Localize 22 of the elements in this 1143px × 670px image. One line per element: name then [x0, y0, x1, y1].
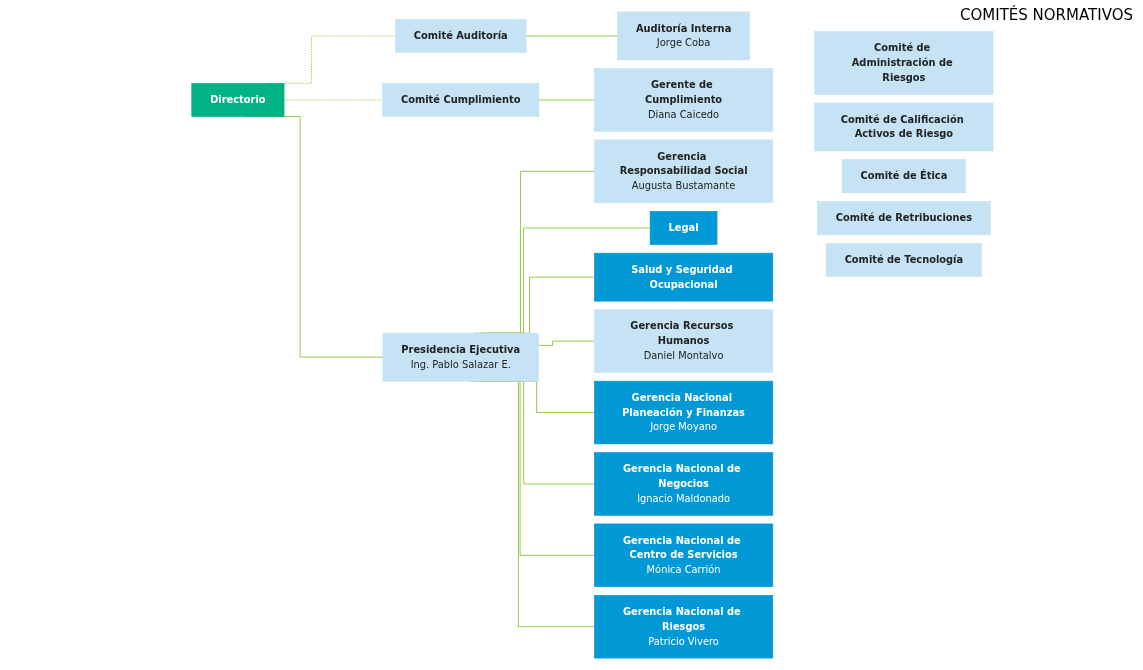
node-box: Gerencia Nacional de Negocios Ignacio Maldonado	[594, 452, 774, 516]
node-box: Gerencia Responsabilidad Social Augusta Bustamante	[594, 139, 774, 203]
node-box: Presidencia Ejecutiva Ing. Pablo Salazar E.	[382, 332, 539, 382]
node-box: Directorio	[191, 83, 285, 117]
connector	[283, 99, 383, 101]
node-box: Comité Auditoría	[395, 19, 527, 53]
node-box: Comité de Calificación Activos de Riesgo	[814, 102, 994, 152]
section-heading: COMITÉS NORMATIVOS	[960, 6, 1133, 24]
node-box: Comité de Retribuciones	[816, 201, 991, 235]
node-box: Salud y Seguridad Ocupacional	[594, 252, 774, 302]
node-box: Comité de Administración de Riesgos	[814, 31, 994, 95]
node-box: Legal	[649, 211, 718, 245]
node-box: Gerencia Recursos Humanos Daniel Montalvo	[594, 309, 774, 373]
node-box: Comité Cumplimiento	[382, 83, 540, 117]
connector	[538, 340, 595, 346]
node-box: Gerencia Nacional de Centro de Servicios Mónica Carrión	[594, 523, 774, 587]
node-box: Comité de Ética	[841, 159, 967, 194]
node-box: Gerente de Cumplimiento Diana Caicedo	[594, 68, 774, 132]
node-box: Auditoría Interna Jorge Coba	[617, 11, 751, 61]
node-box: Gerencia Nacional Planeación y Finanzas Jorge Moyano	[594, 380, 774, 445]
node-box: Comité de Tecnología	[825, 243, 982, 277]
node-box: Gerencia Nacional de Riesgos Patricio Vivero	[594, 595, 774, 659]
